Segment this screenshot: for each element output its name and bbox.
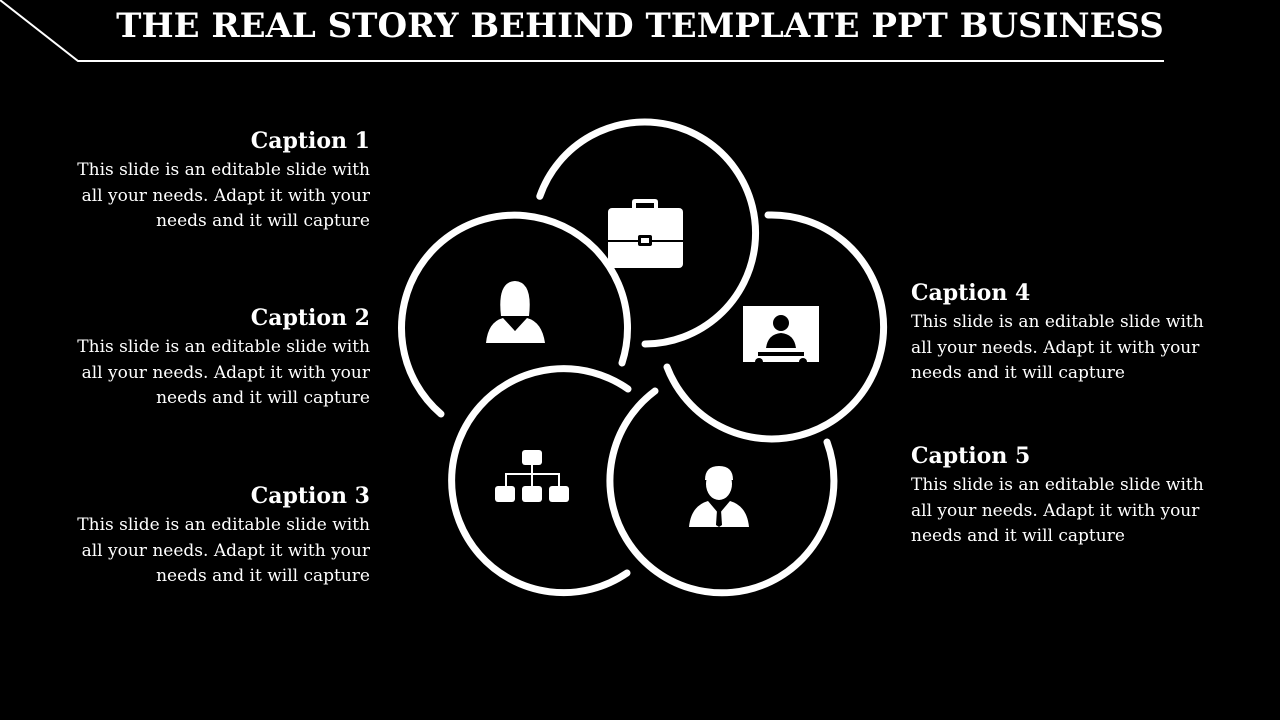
ring-upper-left bbox=[398, 211, 631, 418]
org-chart-icon bbox=[495, 450, 569, 502]
caption-4: Caption 4 This slide is an editable slid… bbox=[911, 280, 1221, 387]
caption-3: Caption 3 This slide is an editable slid… bbox=[60, 483, 370, 590]
caption-1: Caption 1 This slide is an editable slid… bbox=[60, 128, 370, 235]
caption-5-body: This slide is an editable slide with all… bbox=[911, 475, 1204, 546]
caption-4-body: This slide is an editable slide with all… bbox=[911, 312, 1204, 383]
caption-2-heading: Caption 2 bbox=[250, 305, 370, 331]
caption-2: Caption 2 This slide is an editable slid… bbox=[60, 305, 370, 412]
caption-1-heading: Caption 1 bbox=[250, 128, 370, 154]
caption-1-body: This slide is an editable slide with all… bbox=[77, 160, 370, 231]
caption-5: Caption 5 This slide is an editable slid… bbox=[911, 443, 1221, 550]
presentation-board-icon bbox=[743, 306, 819, 366]
ring-bottom-right bbox=[606, 387, 838, 597]
caption-3-body: This slide is an editable slide with all… bbox=[77, 515, 370, 586]
caption-3-heading: Caption 3 bbox=[250, 483, 370, 509]
ring-top bbox=[536, 118, 760, 348]
ring-bottom-left bbox=[448, 365, 632, 597]
slide-title: THE REAL STORY BEHIND TEMPLATE PPT BUSIN… bbox=[116, 6, 1164, 46]
title-decoration-line bbox=[0, 0, 1164, 62]
ring-right bbox=[663, 211, 888, 443]
caption-5-heading: Caption 5 bbox=[911, 443, 1031, 469]
businessman-icon bbox=[689, 466, 749, 527]
caption-4-heading: Caption 4 bbox=[911, 280, 1031, 306]
caption-2-body: This slide is an editable slide with all… bbox=[77, 337, 370, 408]
briefcase-icon bbox=[608, 199, 683, 268]
businesswoman-icon bbox=[486, 281, 545, 343]
